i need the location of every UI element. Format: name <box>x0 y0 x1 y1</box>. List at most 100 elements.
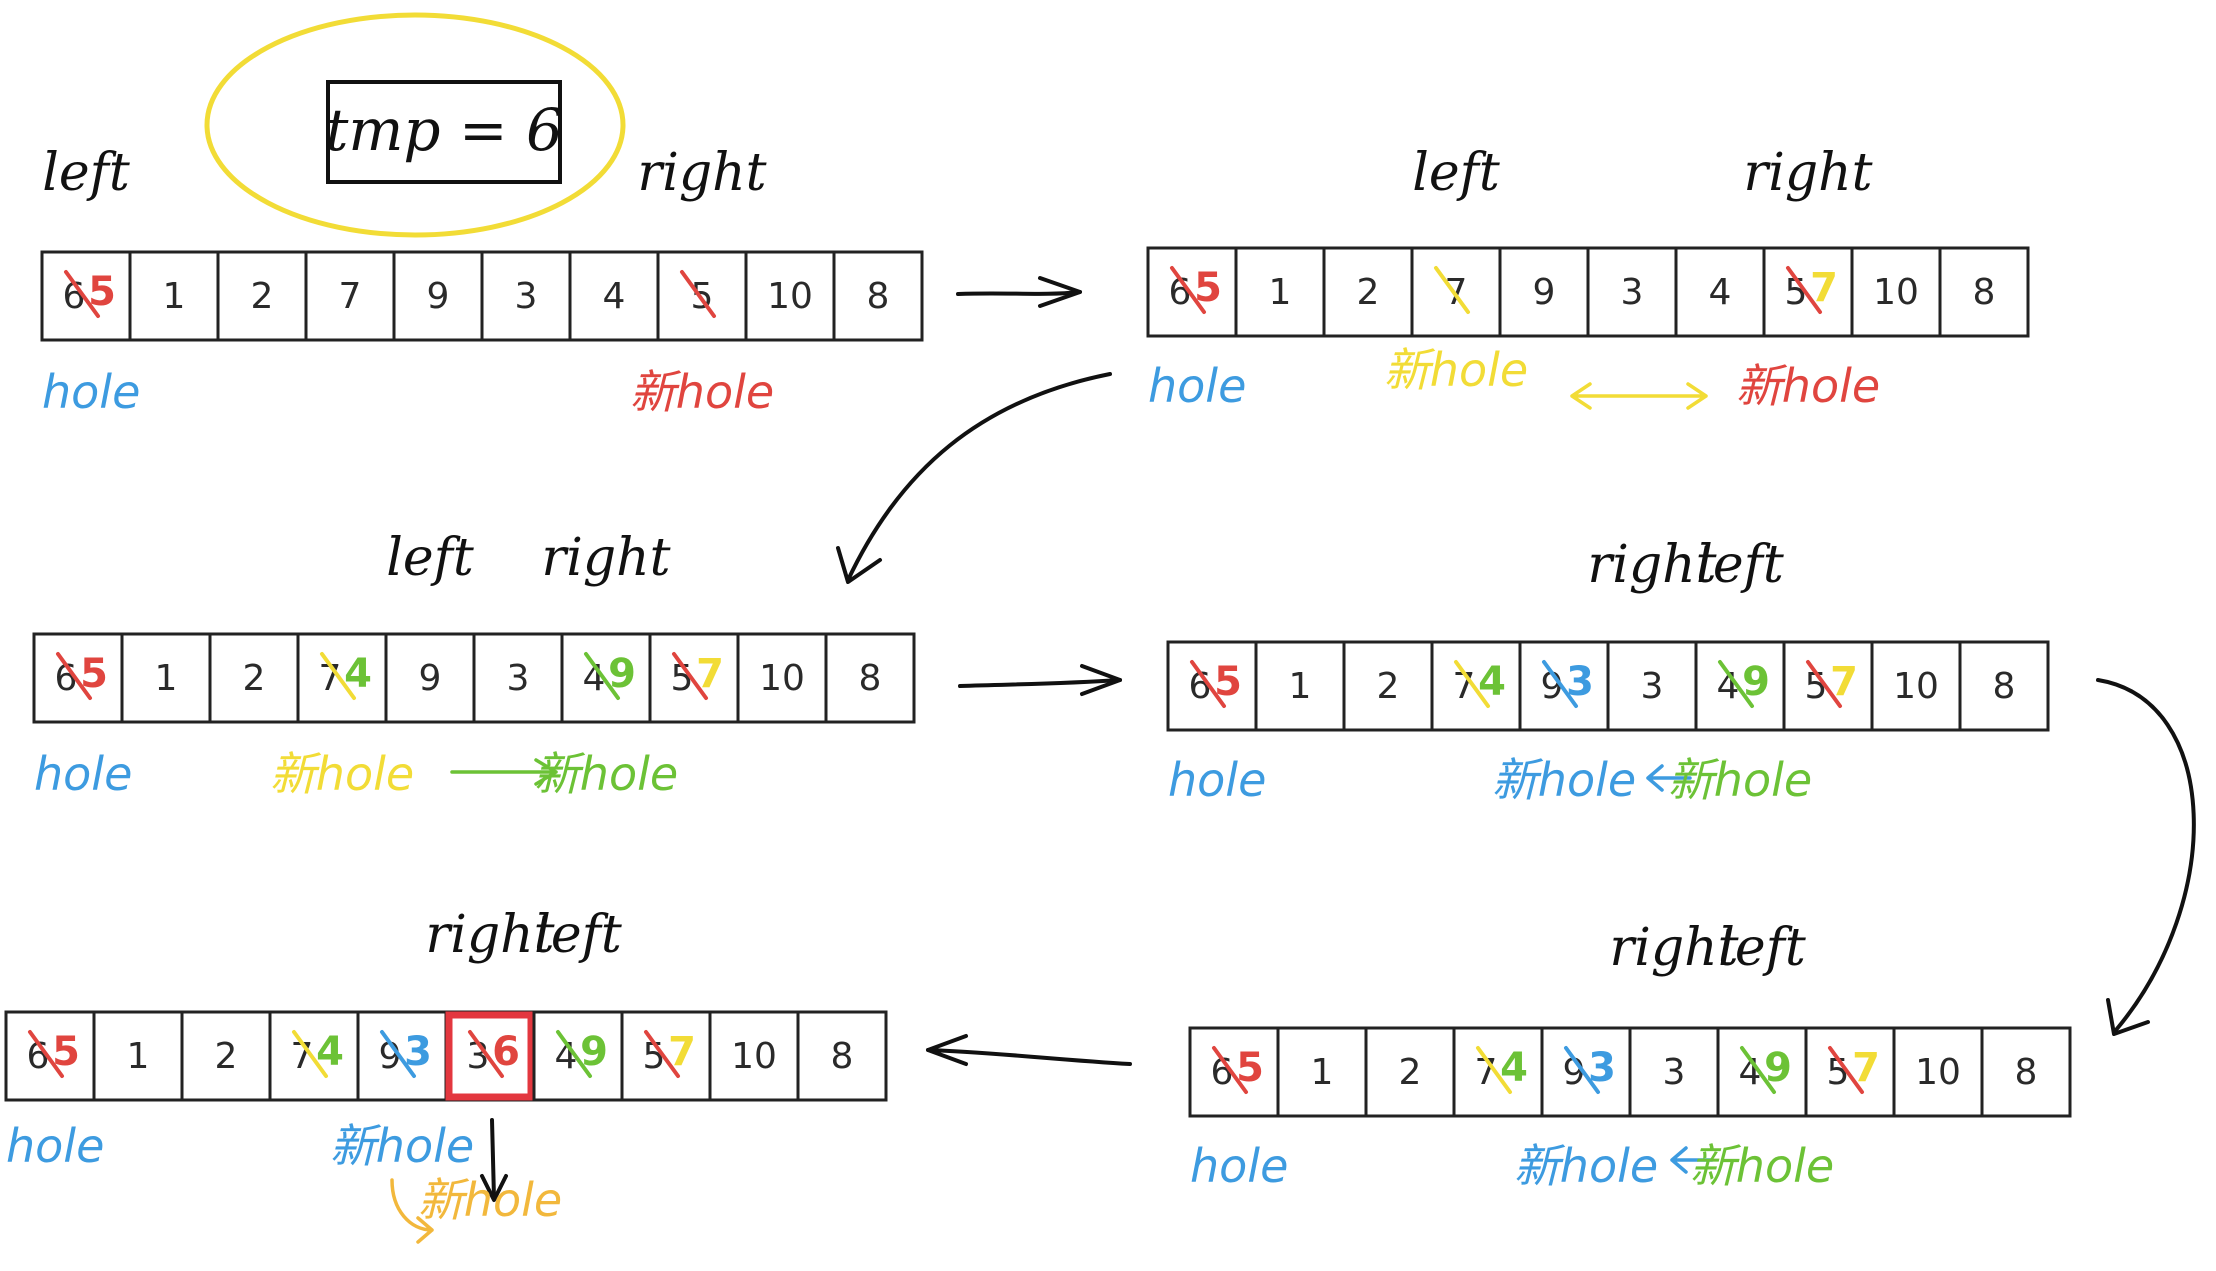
cell-value: 6 <box>63 276 86 317</box>
array-cell: 8 <box>1958 640 2050 732</box>
cell-box <box>1498 246 1590 338</box>
pointer-label-right: right <box>637 143 766 203</box>
pointer-label-left: left <box>1412 143 1500 203</box>
new-hole-label: 新hole <box>1492 753 1636 807</box>
cell-overwritten-value: 7 <box>1830 659 1858 705</box>
cell-value: 6 <box>1169 272 1192 313</box>
strike-mark <box>468 1030 504 1078</box>
cell-value: 2 <box>243 658 266 699</box>
strike-mark <box>1786 266 1822 314</box>
strike-mark <box>64 270 100 318</box>
cell-box <box>1782 640 1874 732</box>
cell-box <box>1892 1026 1984 1118</box>
array-cell: 1 <box>1254 640 1346 732</box>
array-cell: 10 <box>1850 246 1942 338</box>
blue-left-arrow-2 <box>1670 1146 1714 1174</box>
cell-value: 10 <box>1915 1052 1961 1093</box>
cell-box <box>40 250 132 342</box>
cell-box <box>736 632 828 724</box>
cell-value: 9 <box>379 1036 402 1077</box>
flow-arrows <box>480 276 2196 1202</box>
cell-box <box>444 1010 536 1102</box>
cell-box <box>568 250 660 342</box>
pointer-label-right: right <box>1587 535 1716 595</box>
cell-overwritten-value: 3 <box>1566 659 1594 705</box>
array-cell: 3 <box>1586 246 1678 338</box>
cell-value: 8 <box>867 276 890 317</box>
strike-mark <box>28 1030 64 1078</box>
strike-mark <box>1454 660 1490 708</box>
cell-overwritten-value: 7 <box>668 1029 696 1075</box>
pointer-label-left: left <box>42 143 130 203</box>
tmp-ellipse <box>204 12 626 238</box>
array-cell: 1 <box>1276 1026 1368 1118</box>
cell-box <box>356 1010 448 1102</box>
cell-value: 7 <box>1453 666 1476 707</box>
cell-box <box>1980 1026 2072 1118</box>
cell-value: 4 <box>1717 666 1740 707</box>
cell-box <box>208 632 300 724</box>
new-hole-label: 新hole <box>1668 753 1812 807</box>
array-cell: 10 <box>708 1010 800 1102</box>
cell-overwritten-value: 4 <box>1478 659 1506 705</box>
new-hole-label: 新hole <box>330 1119 474 1173</box>
new-hole-label: 新hole <box>1690 1139 1834 1193</box>
cell-value: 1 <box>1269 272 1292 313</box>
cell-box <box>1958 640 2050 732</box>
cell-box <box>128 250 220 342</box>
array-cell: 8 <box>832 250 924 342</box>
cell-value: 7 <box>319 658 342 699</box>
cell-value: 8 <box>831 1036 854 1077</box>
array-cell: 3 <box>480 250 572 342</box>
cell-box <box>472 632 564 724</box>
array-cell: 8 <box>796 1010 888 1102</box>
strike-mark <box>1806 660 1842 708</box>
hole-transition-arrows <box>390 382 1714 1244</box>
strike-mark <box>672 652 708 700</box>
cell-value: 1 <box>127 1036 150 1077</box>
strike-mark <box>1542 660 1578 708</box>
arrow-step3-to-step4 <box>958 678 1122 688</box>
new-hole-label: 新hole <box>270 747 414 801</box>
strike-mark <box>1476 1046 1512 1094</box>
array-cell: 8 <box>824 632 916 724</box>
cell-value: 7 <box>1475 1052 1498 1093</box>
strike-mark <box>584 652 620 700</box>
new-hole-label: 新hole <box>534 747 678 801</box>
new-hole-label: 新hole <box>1736 359 1880 413</box>
cell-value: 10 <box>1873 272 1919 313</box>
strike-mark <box>1718 660 1754 708</box>
cell-box <box>1146 246 1238 338</box>
array-cell: 3 <box>1628 1026 1720 1118</box>
cell-value: 8 <box>1993 666 2016 707</box>
hole-label: hole <box>34 747 132 801</box>
cell-overwritten-value: 5 <box>88 269 116 315</box>
cell-box <box>1804 1026 1896 1118</box>
cell-value: 5 <box>1805 666 1828 707</box>
pointer-label-right: right <box>1743 143 1872 203</box>
cell-box <box>296 632 388 724</box>
cell-box <box>1716 1026 1808 1118</box>
strike-mark <box>1212 1046 1248 1094</box>
blue-left-arrow-1 <box>1646 764 1692 792</box>
cell-value: 4 <box>1709 272 1732 313</box>
cell-value: 5 <box>643 1036 666 1077</box>
strike-mark <box>380 1030 416 1078</box>
orange-curve-arrow <box>390 1178 434 1244</box>
array-cell: 4 <box>568 250 660 342</box>
arrow-step2-to-step3 <box>846 372 1112 582</box>
cell-value: 9 <box>1541 666 1564 707</box>
array-cell: 1 <box>1234 246 1326 338</box>
cell-box <box>180 1010 272 1102</box>
arrow-step1-to-step2 <box>956 290 1082 296</box>
pointer-label-right: right <box>425 905 554 965</box>
